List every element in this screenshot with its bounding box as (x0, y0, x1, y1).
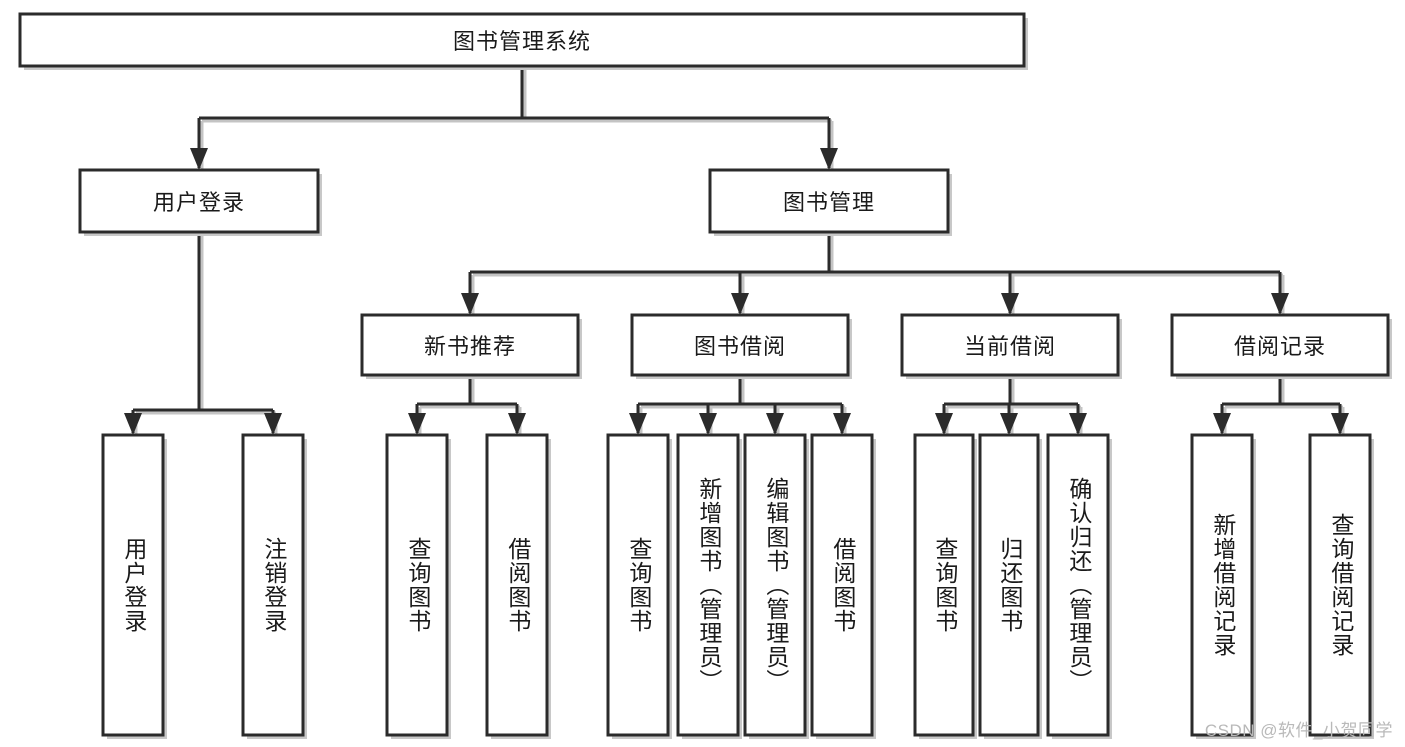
arrow-head (1331, 413, 1349, 435)
arrow-head (408, 413, 426, 435)
node-box-current-borrow[interactable] (900, 313, 1120, 377)
node-box-leaf-query-book-borrow[interactable] (606, 433, 670, 737)
arrow-head (699, 413, 717, 435)
node-box-leaf-edit-book[interactable] (743, 433, 807, 737)
node-box-leaf-borrow-book-rec[interactable] (485, 433, 549, 737)
arrow-head (766, 413, 784, 435)
node-box-new-book-recommend[interactable] (360, 313, 580, 377)
arrow-head (508, 413, 526, 435)
arrow-head (1069, 413, 1087, 435)
arrow-head (1213, 413, 1231, 435)
arrow-head (264, 413, 282, 435)
arrow-head (1001, 293, 1019, 315)
node-box-leaf-add-record[interactable] (1190, 433, 1254, 737)
node-box-leaf-add-book[interactable] (676, 433, 740, 737)
node-box-root[interactable] (18, 12, 1026, 68)
node-box-user-login[interactable] (78, 168, 320, 234)
node-box-leaf-borrow-book[interactable] (810, 433, 874, 737)
arrow-head (1000, 413, 1018, 435)
watermark: CSDN @软件_小贺同学 (1204, 721, 1393, 740)
node-box-leaf-user-login[interactable] (101, 433, 165, 737)
node-box-leaf-query-record[interactable] (1308, 433, 1372, 737)
box-layer (18, 12, 1390, 737)
node-box-leaf-return-book[interactable] (978, 433, 1040, 737)
arrow-head (820, 148, 838, 170)
arrow-head (629, 413, 647, 435)
arrow-head (190, 148, 208, 170)
node-box-leaf-query-book-cur[interactable] (913, 433, 975, 737)
node-box-book-borrow[interactable] (630, 313, 850, 377)
connector-layer (131, 66, 1345, 436)
arrow-head (1271, 293, 1289, 315)
node-box-leaf-query-book-rec[interactable] (385, 433, 449, 737)
node-box-leaf-confirm-return[interactable] (1046, 433, 1110, 737)
arrow-head (731, 293, 749, 315)
arrow-head (124, 413, 142, 435)
arrow-head (833, 413, 851, 435)
arrow-head-layer (124, 148, 1349, 435)
arrow-head (461, 293, 479, 315)
node-box-book-manage[interactable] (708, 168, 950, 234)
arrow-head (935, 413, 953, 435)
node-box-borrow-record[interactable] (1170, 313, 1390, 377)
node-box-leaf-logout[interactable] (241, 433, 305, 737)
